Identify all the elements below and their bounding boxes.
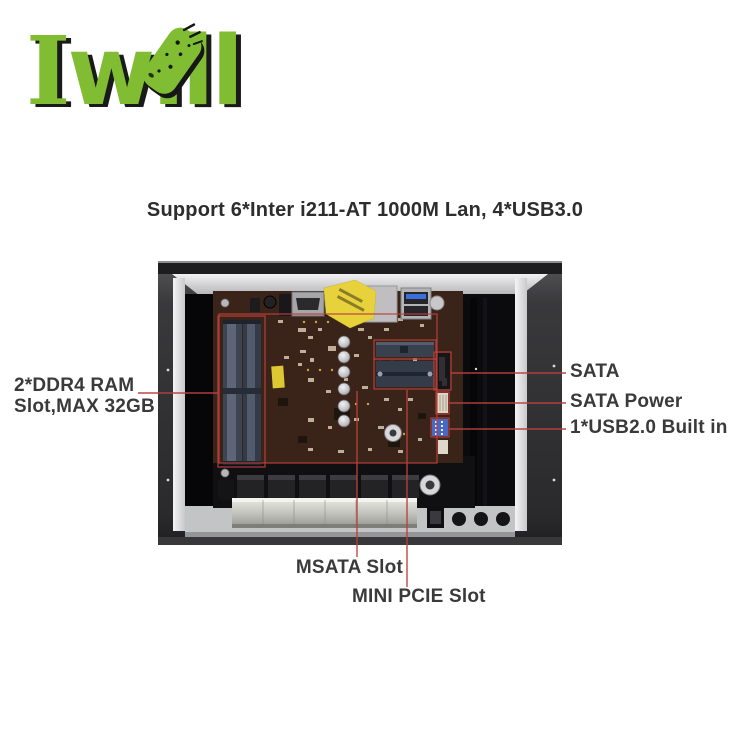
sata-port	[435, 353, 450, 389]
label-usb2-built-in: 1*USB2.0 Built in	[570, 417, 728, 438]
electrolytic-caps	[384, 424, 441, 496]
product-photo	[158, 261, 562, 545]
small-yellow-label	[271, 365, 285, 389]
capacitors	[337, 335, 351, 428]
lan-port-block	[232, 498, 417, 528]
inductors	[218, 475, 419, 500]
label-ddr4-ram-line1: 2*DDR4 RAM	[14, 375, 135, 396]
msata-slot	[376, 342, 434, 357]
yellow-sticker	[323, 279, 377, 329]
product-title: Support 6*Inter i211-AT 1000M Lan, 4*USB…	[146, 199, 584, 221]
label-ddr4-ram: 2*DDR4 RAM Slot,MAX 32GB	[14, 375, 155, 417]
usb2-header	[432, 419, 448, 436]
ram-highlight-box	[217, 315, 266, 468]
hdmi-port	[291, 291, 325, 317]
rubber-feet	[452, 512, 510, 526]
ram-slots	[223, 320, 261, 465]
label-sata: SATA	[570, 361, 620, 382]
logo-letter-i: I	[26, 16, 70, 127]
front-usb-connector	[427, 507, 444, 528]
label-ddr4-ram-line2: Slot,MAX 32GB	[14, 396, 155, 417]
sata-power-connector	[437, 393, 448, 413]
coil	[263, 295, 277, 309]
label-msata-slot: MSATA Slot	[295, 557, 403, 578]
smd-components	[278, 318, 424, 453]
board-highlight-box	[218, 313, 438, 464]
sata-highlight-box	[433, 351, 452, 391]
brand-logo: Iwıll	[26, 16, 244, 138]
mini-pcie-slot	[376, 361, 434, 387]
usb2-highlight-box	[430, 417, 450, 438]
mini-pcie-highlight-box	[373, 358, 437, 390]
corn-leaf-icon	[143, 23, 205, 99]
small-white-connector	[438, 440, 448, 454]
label-mini-pcie-slot: MINI PCIE Slot	[352, 586, 486, 607]
label-sata-power: SATA Power	[570, 391, 683, 412]
